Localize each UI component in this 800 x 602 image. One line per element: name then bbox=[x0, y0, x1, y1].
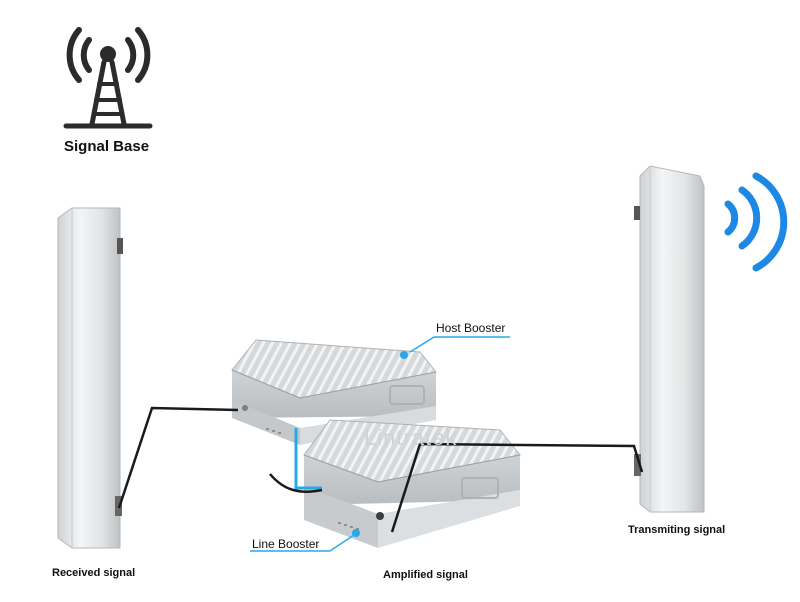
transmitting-antenna bbox=[634, 165, 705, 513]
cable-received bbox=[117, 406, 239, 509]
cell-tower-icon bbox=[63, 27, 153, 129]
receiving-antenna bbox=[57, 207, 123, 549]
signal-base-label: Signal Base bbox=[64, 138, 150, 155]
amplified-signal-label: Amplified signal bbox=[383, 569, 468, 581]
transmitting-signal-label: Transmiting signal bbox=[628, 524, 726, 536]
host-booster-unit bbox=[231, 339, 437, 445]
line-booster-label: Line Booster bbox=[252, 537, 320, 551]
wireless-signal-icon bbox=[724, 172, 788, 272]
host-booster-callout bbox=[400, 336, 510, 359]
line-booster-callout bbox=[250, 529, 360, 552]
cable-amplified bbox=[390, 442, 644, 533]
received-signal-label: Received signal bbox=[52, 567, 136, 579]
host-booster-label: Host Booster bbox=[436, 321, 506, 335]
cable-link bbox=[269, 428, 323, 493]
brand-watermark: Lintratek bbox=[364, 425, 458, 450]
